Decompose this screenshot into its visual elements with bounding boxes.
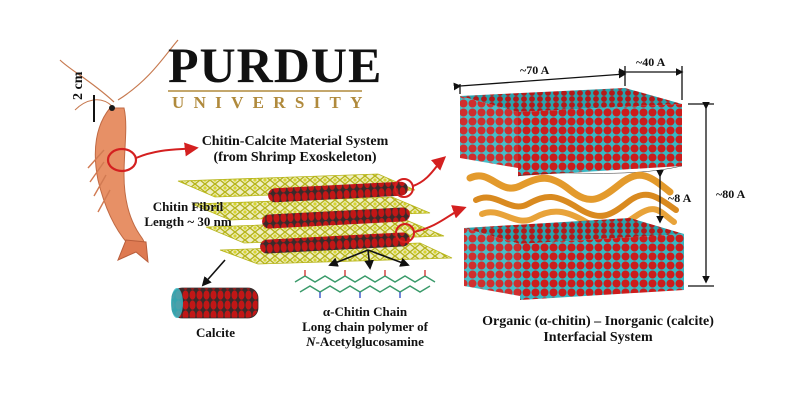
chitin-chain-molecule-icon [294, 270, 436, 298]
fibril-arrow-bottom [413, 205, 467, 233]
fibril-highlight-top [394, 178, 414, 198]
chain-label-line3-rest: -Acetylglucosamine [315, 333, 424, 349]
fibril-highlight-bottom [395, 223, 415, 243]
fibril-arrow-top [412, 156, 447, 187]
chitin-ribbons [466, 171, 679, 233]
purdue-logo-subtitle: UNIVERSITY [172, 93, 372, 112]
dimension-gap: ~8 A [668, 191, 692, 205]
chain-pointer-middle [364, 249, 374, 270]
calcite-rod-icon [171, 287, 259, 319]
dimension-depth: ~40 A [636, 55, 666, 69]
chain-pointer-right [367, 249, 410, 267]
purdue-logo-name: PURDUE [168, 37, 383, 93]
system-title-line1: Chitin-Calcite Material System [201, 134, 389, 149]
chain-label-line3: N-Acetylglucosamine [290, 333, 440, 350]
shrimp-arrow [135, 142, 199, 159]
calcite-label: Calcite [196, 325, 235, 340]
shrimp-icon [59, 39, 179, 264]
chain-label-italic-n: N [306, 333, 316, 349]
scale-bar-label: 2 cm [71, 71, 86, 100]
dimension-lines [453, 66, 714, 287]
lower-calcite-slab [464, 218, 684, 300]
dimension-height: ~80 A [716, 187, 746, 201]
shrimp-highlight-ellipse [106, 147, 138, 173]
interface-caption-line2: Interfacial System [543, 330, 653, 346]
system-title-line2: (from Shrimp Exoskeleton) [213, 150, 377, 166]
fibril-label-line1: Chitin Fibril [152, 199, 224, 214]
fibril-label-line2: Length ~ 30 nm [144, 213, 232, 229]
chain-label-line2: Long chain polymer of [302, 318, 428, 334]
calcite-rods [260, 181, 410, 254]
dimension-width: ~70 A [520, 63, 550, 77]
chain-label: α-Chitin Chain Long chain polymer of N-A… [290, 304, 440, 350]
chain-label-line1: α-Chitin Chain [322, 304, 408, 319]
calcite-pointer [201, 259, 226, 287]
upper-calcite-slab [460, 88, 683, 177]
fibril-label: Chitin Fibril Length ~ 30 nm [138, 199, 238, 230]
interface-caption-line1: Organic (α-chitin) – Inorganic (calcite) [482, 314, 714, 329]
interface-caption: Organic (α-chitin) – Inorganic (calcite)… [448, 314, 748, 346]
system-title: Chitin-Calcite Material System (from Shr… [150, 134, 440, 166]
chain-pointer-left [328, 249, 369, 267]
